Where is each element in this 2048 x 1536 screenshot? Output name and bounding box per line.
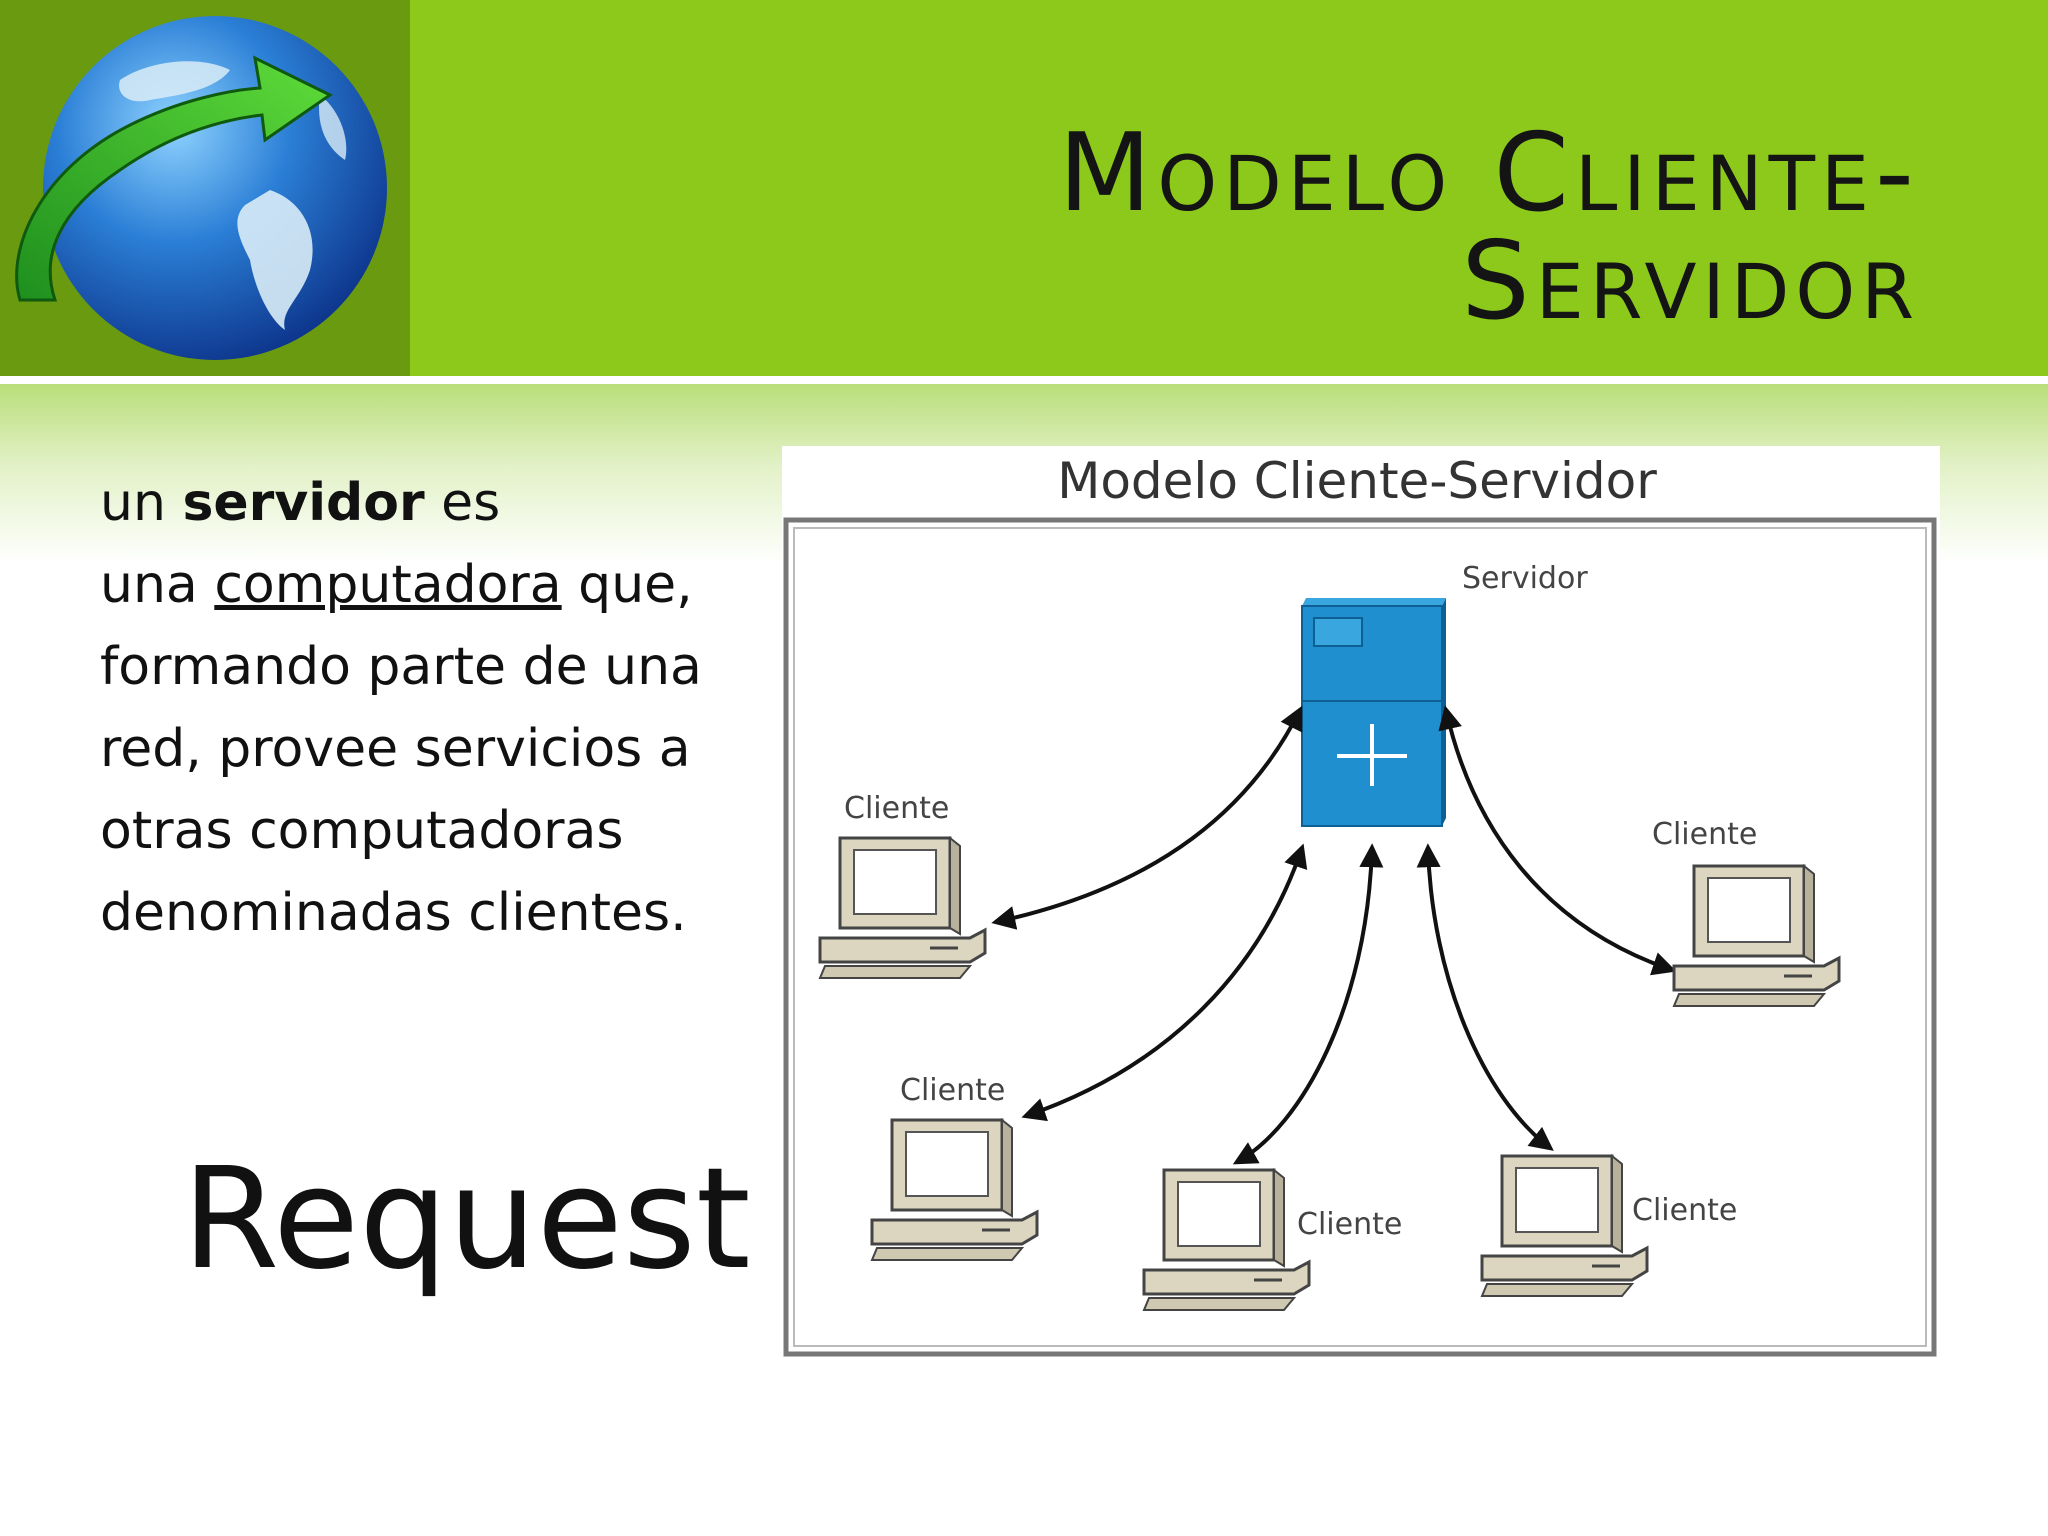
- computadora-link[interactable]: computadora: [214, 555, 562, 615]
- client-label: Cliente: [1632, 1193, 1737, 1228]
- globe-icon: [15, 16, 387, 360]
- client-1: Cliente: [818, 791, 987, 980]
- body-paragraph: un servidor es una computadora que, form…: [100, 462, 760, 954]
- client-label: Cliente: [1652, 817, 1757, 852]
- slide-header: Modelo Cliente-Servidor: [0, 0, 2048, 376]
- divider: [0, 376, 2048, 384]
- body-after-bold: es: [424, 473, 501, 533]
- bold-term: servidor: [182, 473, 425, 533]
- client-4: Cliente: [1142, 1168, 1402, 1312]
- slide-title: Modelo Cliente-Servidor: [1058, 111, 1920, 344]
- client-3: Cliente: [870, 1073, 1039, 1262]
- client-2: Cliente: [1652, 817, 1841, 1008]
- body-line2-prefix: una: [100, 555, 215, 615]
- client-label: Cliente: [844, 791, 949, 826]
- server-icon: [1301, 598, 1446, 827]
- client-label: Cliente: [1297, 1207, 1402, 1242]
- body-rest: formando parte de una red, provee servic…: [100, 637, 702, 943]
- logo-box: [0, 0, 410, 376]
- body-line2-suffix: que,: [561, 555, 693, 615]
- body-prefix: un: [100, 473, 183, 533]
- client-5: Cliente: [1480, 1154, 1737, 1298]
- request-word: Request: [182, 1138, 751, 1301]
- server-label: Servidor: [1462, 561, 1588, 596]
- client-server-diagram: Modelo Cliente-Servidor Servidor Cliente…: [782, 446, 1940, 1360]
- arrow-icon: [15, 55, 333, 302]
- diagram-title: Modelo Cliente-Servidor: [1057, 452, 1657, 510]
- client-label: Cliente: [900, 1073, 1005, 1108]
- connection-arrows: [991, 705, 1677, 1165]
